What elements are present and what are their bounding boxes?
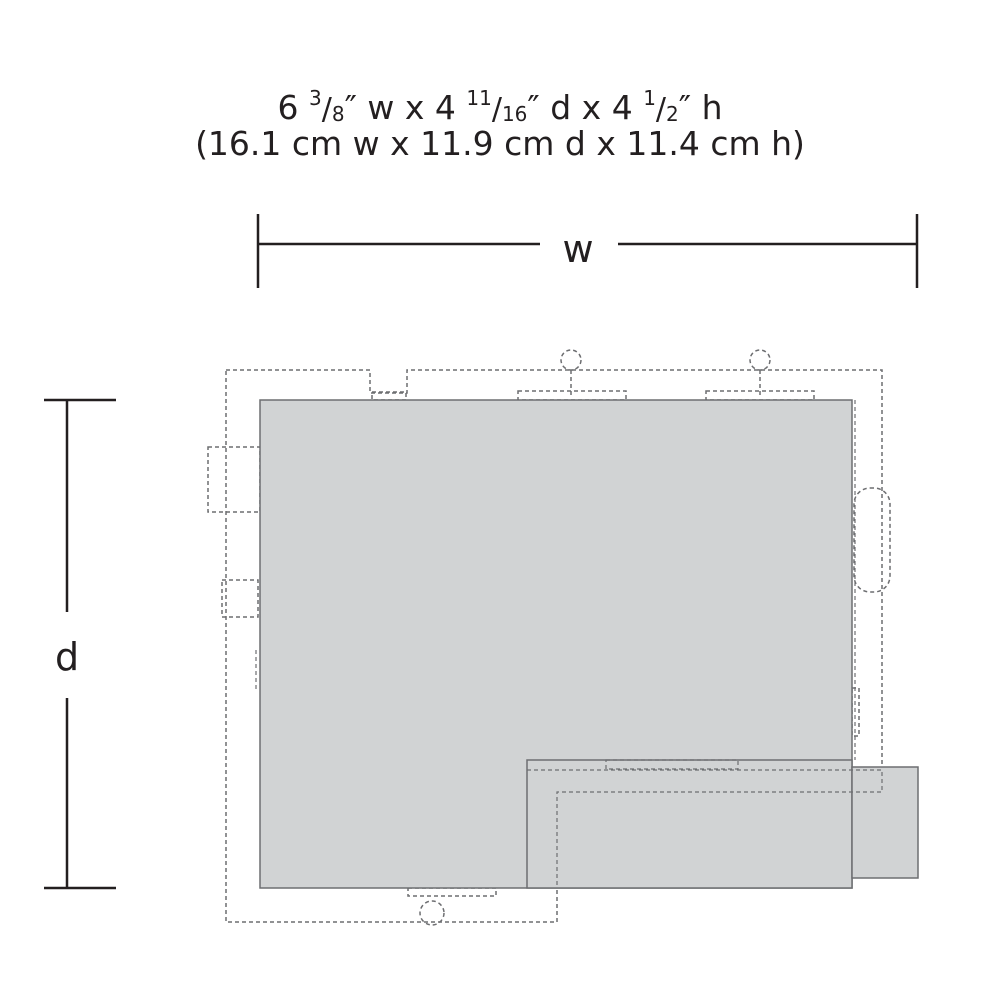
width-unit: ″ w x: [344, 88, 435, 127]
height-numerator: 1: [643, 86, 656, 110]
top-piece-mid: [517, 390, 627, 401]
base-outline-path: [225, 369, 883, 923]
width-whole: 6: [277, 88, 299, 127]
annex-top-piece: [605, 759, 739, 770]
top-pin-right: [749, 349, 771, 371]
height-unit: ″ h: [678, 88, 723, 127]
dimensions-metric: (16.1 cm w x 11.9 cm d x 11.4 cm h): [195, 124, 805, 163]
side-extension: [851, 766, 919, 879]
width-numerator: 3: [308, 86, 322, 110]
right-rounded-tab: [853, 487, 891, 593]
top-pin-mid: [560, 349, 582, 371]
building-footprint: [259, 399, 919, 889]
dimensions-imperial: 6 3/8″ w x 4 11/16″ d x 4 1/2″ h: [0, 78, 1000, 134]
width-dimension: [256, 214, 919, 288]
width-denominator: 8: [331, 102, 345, 126]
height-fraction: 1/2: [643, 86, 679, 127]
overlay-details: [255, 400, 883, 888]
height-denominator: 2: [666, 102, 679, 126]
depth-numerator: 11: [466, 86, 492, 110]
annex-platform: [526, 759, 853, 889]
depth-dimension: [44, 398, 116, 890]
bottom-piece: [407, 887, 497, 897]
left-tab-upper: [207, 446, 261, 513]
depth-fraction: 11/16: [466, 86, 528, 127]
depth-whole: 4: [434, 88, 456, 127]
width-fraction: 3/8: [308, 86, 345, 127]
left-tab-lower: [221, 579, 259, 618]
height-whole: 4: [611, 88, 633, 127]
width-label: w: [562, 227, 593, 271]
bottom-pin: [419, 900, 445, 926]
depth-unit: ″ d x: [527, 88, 612, 127]
depth-denominator: 16: [501, 102, 528, 126]
depth-label: d: [55, 635, 79, 679]
